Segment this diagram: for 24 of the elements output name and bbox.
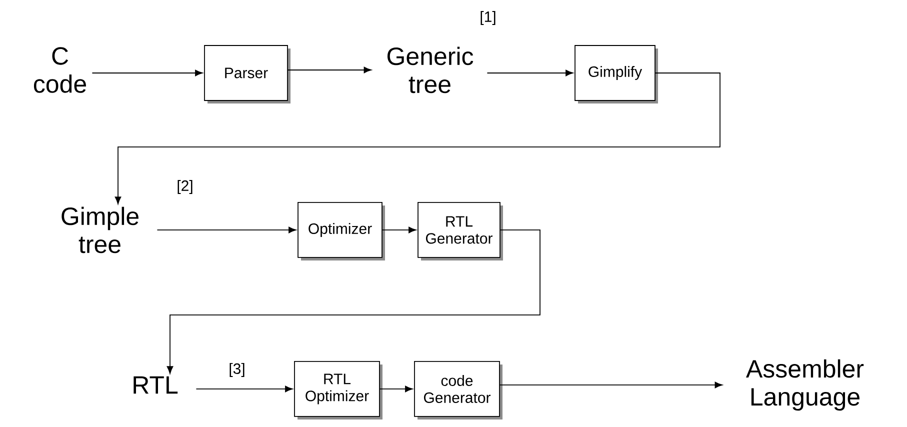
arrow (500, 382, 722, 388)
stage-label: Gimple tree (62, 206, 138, 254)
arrow (114, 72, 720, 204)
process-box: RTL Optimizer (294, 361, 382, 420)
reference-number: [1] (480, 11, 496, 25)
reference-number: [2] (178, 180, 192, 194)
stage-label: RTL (134, 376, 178, 394)
arrow (92, 70, 203, 76)
arrow (380, 386, 413, 392)
arrow (382, 226, 416, 234)
process-box: Gimplify (574, 45, 658, 104)
arrow (486, 70, 574, 76)
process-box: Parser (204, 45, 290, 104)
arrow (196, 386, 293, 392)
arrow (156, 226, 296, 234)
arrow (166, 230, 540, 374)
process-box: RTL Generator (418, 202, 503, 260)
process-box: Optimizer (298, 202, 385, 260)
stage-label: C code (34, 47, 86, 93)
reference-number: [3] (230, 363, 244, 377)
stage-label: Generic tree (388, 46, 474, 94)
arrow (288, 66, 372, 74)
process-box: code Generator (414, 361, 502, 420)
stage-label: Assembler Language (746, 359, 864, 411)
